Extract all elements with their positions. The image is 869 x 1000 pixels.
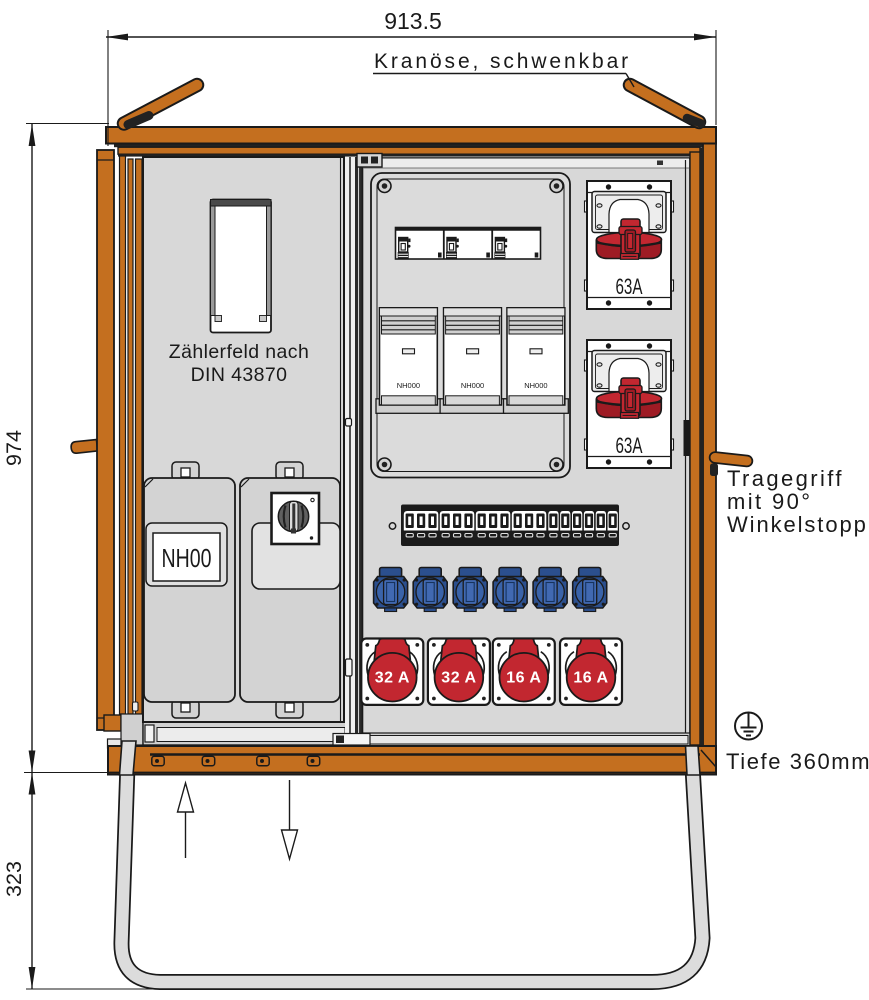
svg-text:DIN 43870: DIN 43870 <box>191 364 288 386</box>
svg-text:Tiefe 360mm: Tiefe 360mm <box>726 749 869 774</box>
svg-text:16 A: 16 A <box>506 670 541 687</box>
svg-text:Winkelstopp: Winkelstopp <box>727 512 868 537</box>
svg-text:974: 974 <box>2 430 26 466</box>
svg-text:16 A: 16 A <box>573 670 608 687</box>
svg-text:913.5: 913.5 <box>384 8 442 34</box>
svg-text:Tragegriff: Tragegriff <box>727 466 844 491</box>
svg-text:323: 323 <box>2 861 26 897</box>
svg-text:NH00: NH00 <box>162 543 212 573</box>
svg-text:mit 90°: mit 90° <box>727 489 813 514</box>
svg-text:Kranöse, schwenkbar: Kranöse, schwenkbar <box>374 50 631 73</box>
svg-text:Zählerfeld nach: Zählerfeld nach <box>169 341 309 363</box>
svg-text:32 A: 32 A <box>441 670 476 687</box>
svg-text:32 A: 32 A <box>375 670 410 687</box>
